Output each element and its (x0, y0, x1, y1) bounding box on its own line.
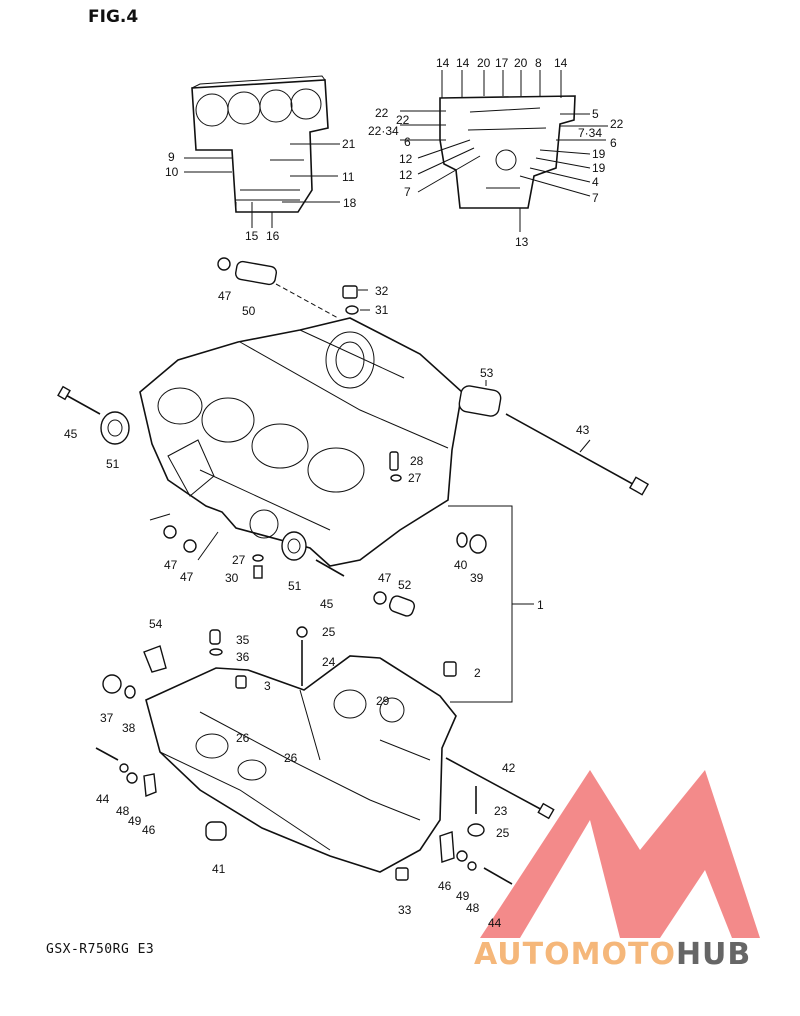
callout-c46b: 46 (438, 879, 452, 893)
callout-c53: 53 (480, 366, 494, 380)
callout-c35: 35 (236, 633, 250, 647)
inset-upper-crankcase-top (184, 75, 340, 228)
callout-c26b: 26 (284, 751, 298, 765)
callout-c31: 31 (375, 303, 389, 317)
callout-c19b: 19 (592, 161, 606, 175)
callout-c16: 16 (266, 229, 280, 243)
callout-c9: 9 (168, 150, 175, 164)
callout-c47a: 47 (218, 289, 232, 303)
callout-c12a: 12 (399, 152, 413, 166)
automotohub-logo: AUTOMOTOHUB (474, 770, 760, 972)
callout-c7b: 7 (592, 191, 599, 205)
callout-c4: 4 (592, 175, 599, 189)
callout-c50: 50 (242, 304, 256, 318)
callout-c51b: 51 (288, 579, 302, 593)
callout-c43: 43 (576, 423, 590, 437)
callout-c49a: 49 (128, 814, 142, 828)
callout-c36: 36 (236, 650, 250, 664)
svg-text:AUTOMOTOHUB: AUTOMOTOHUB (474, 937, 751, 972)
callout-c21: 21 (342, 137, 356, 151)
callout-c49b: 49 (456, 889, 470, 903)
callout-c45a: 45 (64, 427, 78, 441)
callout-c29: 29 (376, 694, 390, 708)
callout-c7_34: 7·34 (578, 126, 602, 140)
callout-c22c: 22 (610, 117, 624, 131)
small-parts (57, 257, 650, 885)
callout-c22_34a: 22·34 (368, 124, 399, 138)
callout-c51a: 51 (106, 457, 120, 471)
callout-c52: 52 (398, 578, 412, 592)
callout-c19a: 19 (592, 147, 606, 161)
callout-c48b: 48 (466, 901, 480, 915)
callout-c14b: 14 (456, 56, 470, 70)
callout-c3: 3 (264, 679, 271, 693)
lower-crankcase (145, 655, 457, 873)
callout-c39: 39 (470, 571, 484, 585)
callout-c2: 2 (474, 666, 481, 680)
callout-c40: 40 (454, 558, 468, 572)
callout-c7a: 7 (404, 185, 411, 199)
callout-c1: 1 (537, 598, 544, 612)
callout-c26a: 26 (236, 731, 250, 745)
callout-c37: 37 (100, 711, 114, 725)
callout-c20b: 20 (514, 56, 528, 70)
watermark-text-colored: AUTOMOTO (474, 937, 676, 972)
callout-c10: 10 (165, 165, 179, 179)
callout-c27a: 27 (408, 471, 422, 485)
inset-lower-crankcase-bottom (400, 70, 608, 232)
callout-c13: 13 (515, 235, 529, 249)
callout-c24: 24 (322, 655, 336, 669)
callout-c27b: 27 (232, 553, 246, 567)
callout-c45b: 45 (320, 597, 334, 611)
callout-c14c: 14 (554, 56, 568, 70)
callout-c18: 18 (343, 196, 357, 210)
callout-c41: 41 (212, 862, 226, 876)
callout-c23: 23 (494, 804, 508, 818)
callout-c25a: 25 (322, 625, 336, 639)
figure-title: FIG.4 (88, 7, 138, 27)
callout-c12b: 12 (399, 168, 413, 182)
callout-c17: 17 (495, 56, 509, 70)
callout-c6a: 6 (404, 135, 411, 149)
callout-c44a: 44 (96, 792, 110, 806)
callout-c47c: 47 (180, 570, 194, 584)
callout-c5: 5 (592, 107, 599, 121)
callout-c25b: 25 (496, 826, 510, 840)
watermark-text-gray: HUB (676, 937, 751, 972)
callout-c11: 11 (342, 170, 355, 184)
callout-c44b: 44 (488, 916, 502, 930)
callout-c32: 32 (375, 284, 389, 298)
model-caption: GSX-R750RG E3 (46, 942, 154, 957)
callout-c54: 54 (149, 617, 163, 631)
callout-c20a: 20 (477, 56, 491, 70)
callout-c6b: 6 (610, 136, 617, 150)
callout-c28: 28 (410, 454, 424, 468)
callout-c8: 8 (535, 56, 542, 70)
callout-c38: 38 (122, 721, 136, 735)
callout-c22a: 22 (375, 106, 389, 120)
callout-c14a: 14 (436, 56, 450, 70)
callout-c33: 33 (398, 903, 412, 917)
upper-crankcase (139, 317, 463, 567)
callout-c22b: 22 (396, 113, 410, 127)
callout-c15: 15 (245, 229, 259, 243)
callout-c30: 30 (225, 571, 239, 585)
callout-c47d: 47 (378, 571, 392, 585)
callout-c42: 42 (502, 761, 516, 775)
callout-c48a: 48 (116, 804, 130, 818)
callout-c46a: 46 (142, 823, 156, 837)
callout-c47b: 47 (164, 558, 178, 572)
